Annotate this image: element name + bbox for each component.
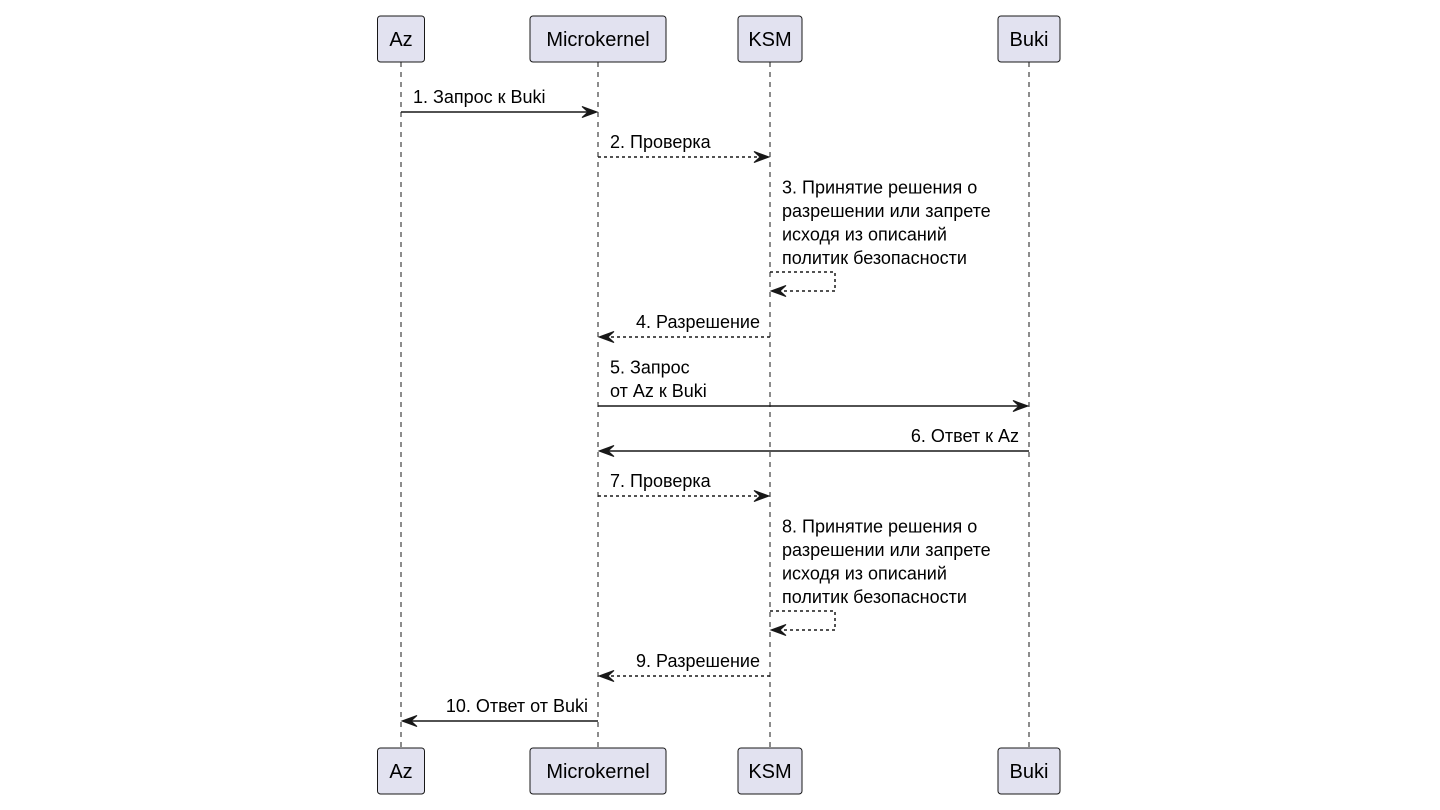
participants-top: Az Microkernel KSM Buki (377, 15, 1061, 63)
participant-az-top: Az (377, 15, 425, 63)
arrow-head (597, 331, 615, 343)
participant-label: Az (389, 761, 412, 783)
messages: 1. Запрос к Buki 2. Проверка 3. Принятие р… (400, 87, 1030, 727)
message-label: 7. Проверка (610, 471, 712, 491)
participant-az-bottom: Az (377, 747, 425, 795)
participant-box (529, 15, 667, 63)
message-label: 4. Разрешение (636, 312, 760, 332)
message-label: 2. Проверка (610, 132, 712, 152)
participant-box (997, 15, 1061, 63)
participant-box (997, 747, 1061, 795)
message-6: 6. Ответ к Az (597, 426, 1029, 457)
message-label: разрешении или запрете (782, 540, 991, 560)
arrow-head (753, 490, 771, 502)
participant-buki-bottom: Buki (997, 747, 1061, 795)
arrow-head (400, 715, 418, 727)
message-label: 6. Ответ к Az (911, 426, 1019, 446)
lifelines (400, 62, 1030, 748)
message-label: 5. Запрос (610, 358, 690, 378)
participant-box (737, 747, 803, 795)
message-10: 10. Ответ от Buki (400, 696, 598, 727)
message-label: разрешении или запрете (782, 201, 991, 221)
message-4: 4. Разрешение (597, 312, 770, 343)
participant-label: Microkernel (546, 761, 649, 783)
message-label: политик безопасности (782, 248, 967, 268)
participant-microkernel-top: Microkernel (529, 15, 667, 63)
message-9: 9. Разрешение (597, 651, 770, 682)
message-label: исходя из описаний (782, 225, 947, 245)
message-line (770, 271, 836, 292)
participant-label: Microkernel (546, 29, 649, 51)
message-label: 1. Запрос к Buki (413, 87, 546, 107)
participant-box (377, 15, 425, 63)
participant-label: Az (389, 29, 412, 51)
message-label: политик безопасности (782, 587, 967, 607)
participant-box (737, 15, 803, 63)
message-line (770, 610, 836, 631)
arrow-head (769, 624, 787, 636)
message-label: исходя из описаний (782, 564, 947, 584)
message-8: 8. Принятие решения о разрешении или запр… (769, 517, 991, 636)
arrow-head (597, 670, 615, 682)
participant-label: KSM (748, 29, 791, 51)
participant-label: Buki (1010, 761, 1049, 783)
arrow-head (753, 151, 771, 163)
participants-bottom: Az Microkernel KSM Buki (377, 747, 1061, 795)
participant-ksm-bottom: KSM (737, 747, 803, 795)
participant-label: KSM (748, 761, 791, 783)
message-7: 7. Проверка (598, 471, 771, 502)
participant-box (377, 747, 425, 795)
arrow-head (769, 285, 787, 297)
message-1: 1. Запрос к Buki (401, 87, 599, 118)
message-3: 3. Принятие решения о разрешении или запр… (769, 178, 991, 297)
participant-label: Buki (1010, 29, 1049, 51)
arrow-head (1012, 400, 1030, 412)
message-label: от Az к Buki (610, 381, 707, 401)
message-2: 2. Проверка (598, 132, 771, 163)
message-label: 9. Разрешение (636, 651, 760, 671)
arrow-head (597, 445, 615, 457)
message-label: 8. Принятие решения о (782, 517, 977, 537)
participant-box (529, 747, 667, 795)
message-5: 5. Запрос от Az к Buki (598, 358, 1030, 412)
message-label: 10. Ответ от Buki (446, 696, 588, 716)
participant-microkernel-bottom: Microkernel (529, 747, 667, 795)
participant-buki-top: Buki (997, 15, 1061, 63)
participant-ksm-top: KSM (737, 15, 803, 63)
arrow-head (581, 106, 599, 118)
message-label: 3. Принятие решения о (782, 178, 977, 198)
